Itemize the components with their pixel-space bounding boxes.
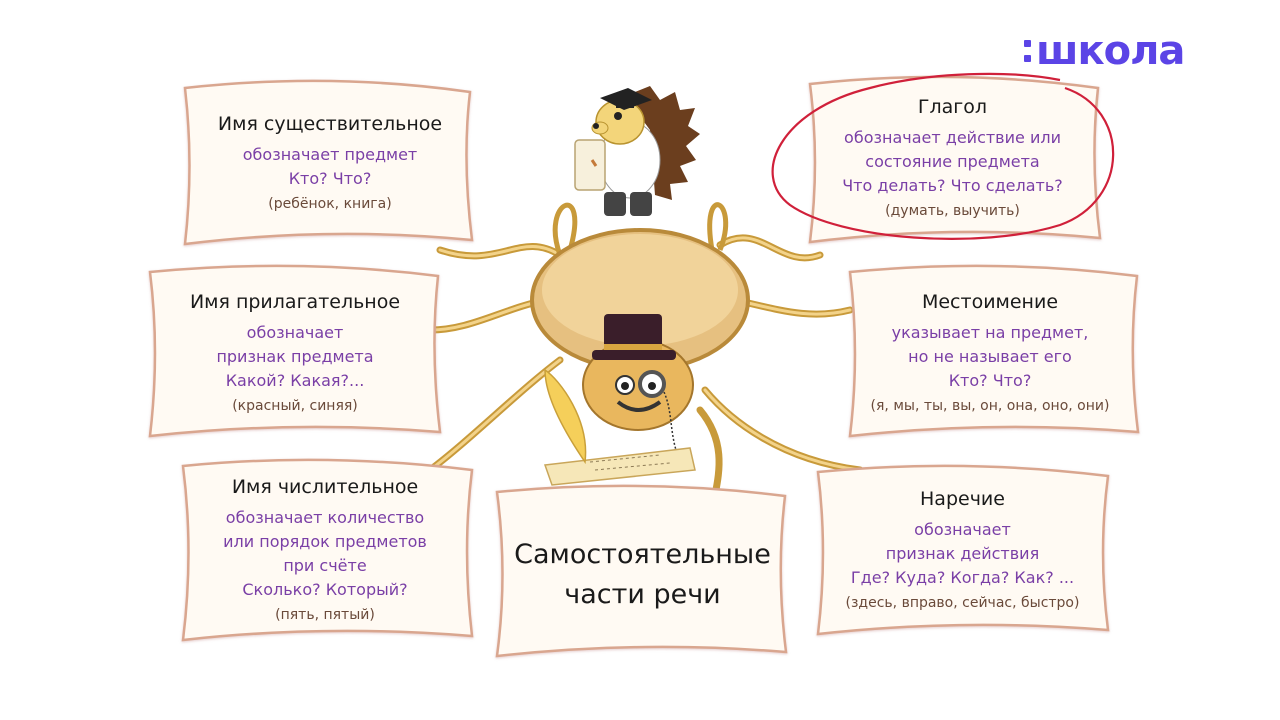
beetle-with-top-hat-icon bbox=[530, 202, 750, 451]
card-question-line: Кто? Что? bbox=[288, 168, 372, 188]
card-desc-line: признак действия bbox=[885, 544, 1040, 563]
card-question-line: Сколько? Который? bbox=[242, 580, 408, 599]
card-title: Глагол bbox=[917, 95, 988, 118]
center-title-line1: Самостоятельные bbox=[514, 539, 771, 570]
card-adjective: Имя прилагательное обозначает признак пр… bbox=[160, 280, 430, 425]
card-desc-line: обозначает bbox=[246, 322, 344, 342]
card-question-line: Какой? Какая?... bbox=[225, 370, 365, 390]
card-noun: Имя существительное обозначает предмет К… bbox=[195, 95, 465, 230]
card-example: (красный, синяя) bbox=[232, 397, 358, 414]
card-desc-line: указывает на предмет, bbox=[891, 322, 1089, 342]
card-title: Имя существительное bbox=[217, 112, 443, 135]
card-question-line: Где? Куда? Когда? Как? ... bbox=[850, 568, 1075, 587]
card-question-line: Кто? Что? bbox=[948, 370, 1032, 390]
brand-logo-dots bbox=[1024, 28, 1032, 74]
hedgehog-scholar-icon bbox=[574, 86, 700, 216]
scroll-frames bbox=[148, 75, 1140, 658]
card-example: (пять, пятый) bbox=[275, 607, 375, 623]
card-title: Имя прилагательное bbox=[189, 290, 401, 313]
card-title: Местоимение bbox=[921, 290, 1059, 313]
card-adverb: Наречие обозначает признак действия Где?… bbox=[825, 480, 1100, 620]
card-desc-line: признак предмета bbox=[216, 346, 374, 366]
card-desc-line: при счёте bbox=[283, 556, 367, 575]
card-pronoun: Местоимение указывает на предмет, но не … bbox=[855, 280, 1125, 425]
card-desc-line: обозначает действие или bbox=[844, 127, 1061, 147]
card-desc-line: обозначает предмет bbox=[242, 144, 418, 164]
card-example: (здесь, вправо, сейчас, быстро) bbox=[845, 595, 1080, 611]
card-desc-line: обозначает bbox=[914, 520, 1011, 539]
brand-logo-text: школа bbox=[1036, 28, 1185, 74]
card-example: (я, мы, ты, вы, он, она, оно, они) bbox=[870, 397, 1110, 414]
card-desc-line: или порядок предметов bbox=[223, 532, 427, 551]
card-desc-line: обозначает количество bbox=[225, 508, 425, 527]
highlight-circle bbox=[771, 72, 1115, 240]
card-title: Наречие bbox=[920, 488, 1005, 510]
card-example: (думать, выучить) bbox=[885, 202, 1020, 219]
card-verb: Глагол обозначает действие или состояние… bbox=[815, 90, 1090, 225]
card-question-line: Что делать? Что сделать? bbox=[842, 175, 1063, 195]
card-title: Имя числительное bbox=[231, 476, 419, 498]
card-desc-line: состояние предмета bbox=[865, 151, 1040, 171]
center-title-line2: части речи bbox=[564, 579, 721, 610]
quill-pen-icon bbox=[543, 368, 696, 486]
card-example: (ребёнок, книга) bbox=[268, 195, 392, 212]
brand-logo: школа bbox=[1024, 28, 1185, 74]
card-desc-line: но не называет его bbox=[908, 346, 1072, 366]
card-center-title: Самостоятельные части речи bbox=[505, 505, 780, 645]
card-numeral: Имя числительное обозначает количество и… bbox=[190, 470, 460, 630]
